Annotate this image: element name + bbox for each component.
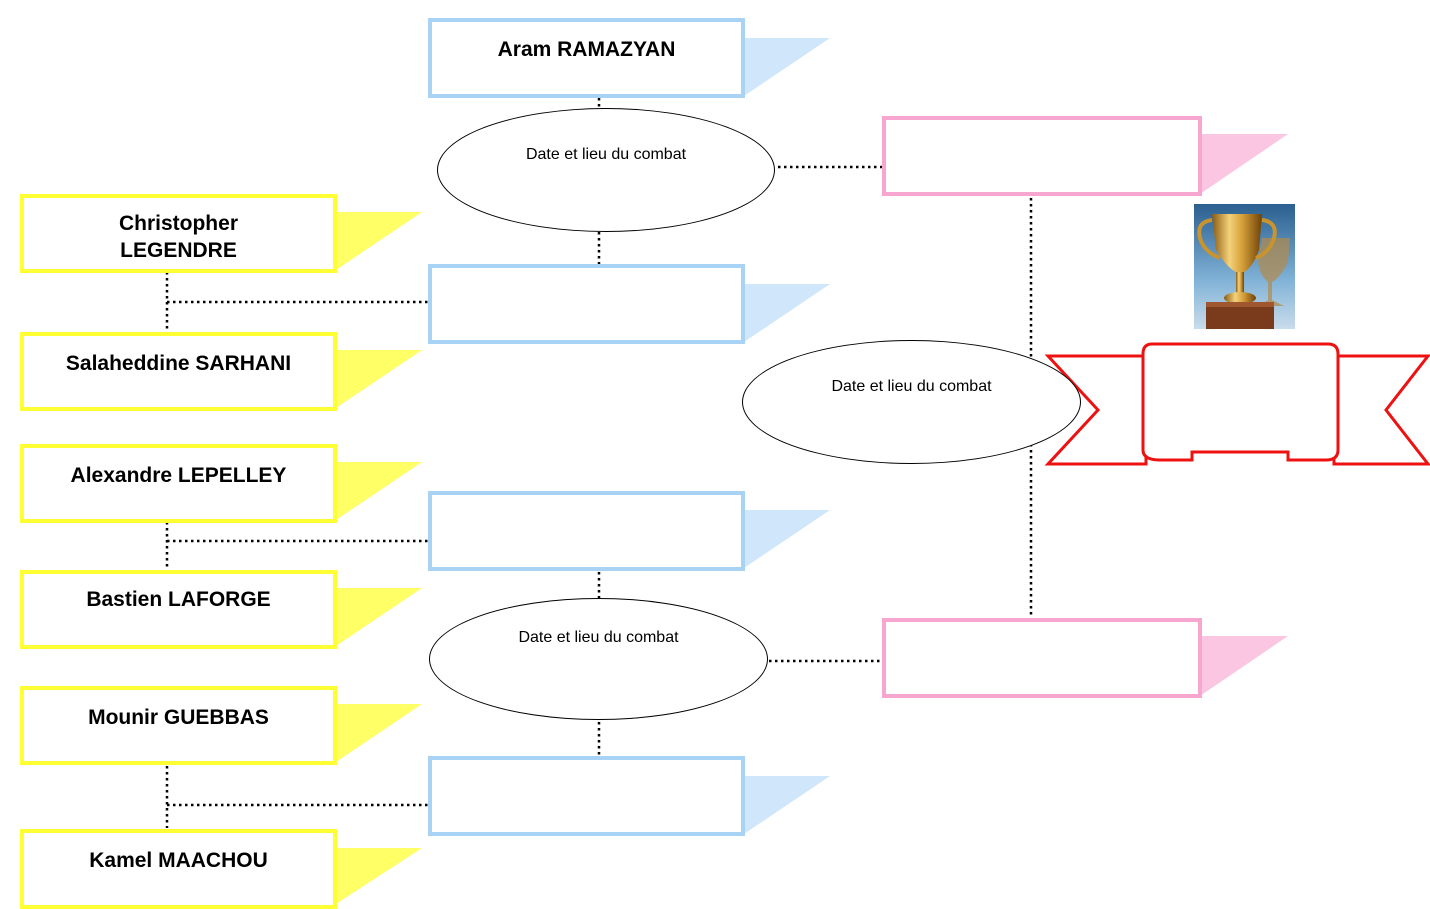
pink-flag (1200, 134, 1288, 194)
fighter-name: Christopher LEGENDRE (118, 212, 238, 262)
fighter-name: Kamel MAACHOU (89, 849, 268, 872)
fighter-box[interactable] (882, 116, 1202, 196)
fighter-box[interactable]: Salaheddine SARHANI (20, 332, 337, 411)
yellow-flag (336, 588, 422, 646)
fighter-box[interactable]: Bastien LAFORGE (20, 570, 337, 649)
yellow-flag (336, 704, 422, 762)
blue-flag (744, 776, 830, 834)
match-info-oval[interactable]: Date et lieu du combat (437, 108, 775, 232)
blue-flag (744, 38, 830, 96)
fighter-box[interactable]: Aram RAMAZYAN (428, 18, 745, 98)
fighter-name: Mounir GUEBBAS (88, 706, 269, 729)
fighter-box[interactable]: Mounir GUEBBAS (20, 686, 337, 765)
ribbon-banner (1044, 342, 1430, 466)
ribbon-right-tail (1332, 354, 1430, 466)
fighter-box[interactable] (882, 618, 1202, 698)
fighter-box[interactable]: Alexandre LEPELLEY (20, 444, 337, 523)
match-info-oval[interactable]: Date et lieu du combat (429, 598, 768, 720)
yellow-flags (336, 212, 422, 904)
yellow-flag (336, 350, 422, 408)
blue-flag (744, 284, 830, 342)
yellow-flag (336, 462, 422, 520)
trophy-icon (1194, 204, 1295, 329)
fighter-box[interactable] (428, 491, 745, 571)
fighter-box[interactable] (428, 264, 745, 344)
ribbon-center (1141, 342, 1340, 462)
blue-flags (744, 38, 830, 834)
pink-flags (1200, 134, 1288, 696)
match-info-label: Date et lieu du combat (831, 378, 992, 395)
fighter-box[interactable]: Kamel MAACHOU (20, 829, 337, 909)
match-info-oval[interactable]: Date et lieu du combat (742, 340, 1081, 464)
fighter-name: Alexandre LEPELLEY (70, 464, 287, 487)
fighter-box[interactable] (428, 756, 745, 836)
fighter-name: Bastien LAFORGE (86, 588, 271, 611)
fighter-box[interactable]: Christopher LEGENDRE (20, 194, 337, 273)
match-info-label: Date et lieu du combat (525, 146, 687, 163)
yellow-flag (336, 212, 422, 270)
champion-slot[interactable] (1150, 360, 1330, 440)
blue-flag (744, 510, 830, 568)
pink-flag (1200, 636, 1288, 696)
fighter-name: Aram RAMAZYAN (497, 38, 676, 61)
fighter-name: Salaheddine SARHANI (65, 352, 292, 375)
yellow-flag (336, 848, 422, 904)
ribbon-left-tail (1044, 354, 1148, 466)
match-info-label: Date et lieu du combat (518, 629, 679, 646)
